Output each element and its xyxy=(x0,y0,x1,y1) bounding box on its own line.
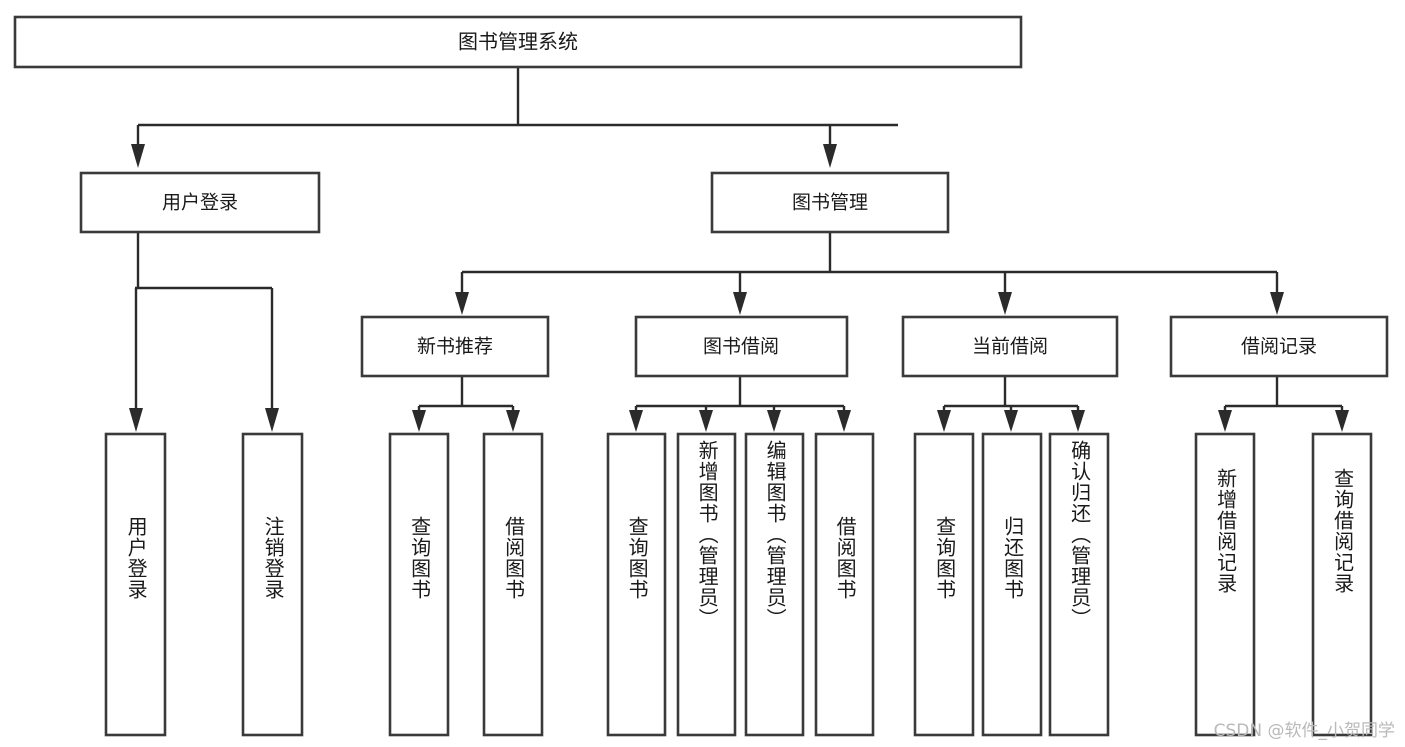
arrow-head-new-book-recommend xyxy=(455,292,469,315)
arrow-head-leaf-edit-book xyxy=(767,410,781,432)
node-borrow-record-label: 借阅记录 xyxy=(1241,336,1317,358)
node-new-book-recommend-box[interactable] xyxy=(360,315,550,378)
arrow-head-leaf-query-book-1 xyxy=(412,410,426,432)
arrow-head-book-borrow xyxy=(733,292,747,315)
arrow-head-current-borrow xyxy=(998,292,1012,315)
node-leaf-query-book-2-box[interactable] xyxy=(606,432,667,737)
connector-group-user-login xyxy=(129,233,279,432)
arrow-head-book-manage xyxy=(823,144,837,168)
node-current-borrow-label: 当前借阅 xyxy=(972,336,1048,358)
node-new-book-recommend-label: 新书推荐 xyxy=(417,336,493,358)
leaf-boxes xyxy=(104,432,1373,737)
node-leaf-query-book-1-box[interactable] xyxy=(388,432,450,737)
node-book-borrow-label: 图书借阅 xyxy=(703,336,779,358)
arrow-head-leaf-borrow-book-1 xyxy=(506,410,520,432)
csdn-watermark: CSDN @软件_小贺同学 xyxy=(1213,721,1395,741)
node-root[interactable]: 图书管理系统 xyxy=(13,15,1023,69)
arrow-head-leaf-add-record xyxy=(1218,410,1232,432)
node-leaf-query-book-3-box[interactable] xyxy=(913,432,975,737)
arrow-head-leaf-query-record xyxy=(1335,410,1349,432)
node-book-manage-box[interactable] xyxy=(710,171,950,234)
arrow-head-user-login xyxy=(131,144,145,168)
node-root-label: 图书管理系统 xyxy=(458,30,578,54)
node-user-login-label: 用户登录 xyxy=(162,192,238,214)
node-leaf-edit-book-box[interactable] xyxy=(744,432,805,737)
connector-group-current-borrow xyxy=(937,377,1085,432)
connector-group-book-borrow xyxy=(629,377,851,432)
connector-group-root xyxy=(131,68,898,168)
arrow-head-leaf-confirm-return xyxy=(1071,410,1085,432)
node-current-borrow[interactable]: 当前借阅 xyxy=(901,315,1119,378)
node-leaf-return-book-box[interactable] xyxy=(981,432,1043,737)
node-leaf-query-record-box[interactable] xyxy=(1311,432,1373,737)
connector-group-borrow-record xyxy=(1218,377,1349,432)
node-user-login-box[interactable] xyxy=(79,171,321,234)
arrow-head-leaf-logout xyxy=(265,408,279,432)
node-leaf-borrow-book-2-box[interactable] xyxy=(814,432,875,737)
arrow-head-leaf-query-book-3 xyxy=(937,410,951,432)
connector-group-new-book-recommend xyxy=(412,377,520,432)
arrow-head-borrow-record xyxy=(1270,292,1284,315)
node-leaf-confirm-return-box[interactable] xyxy=(1048,432,1110,737)
node-book-manage-label: 图书管理 xyxy=(792,192,868,214)
node-leaf-borrow-book-1-box[interactable] xyxy=(482,432,544,737)
node-current-borrow-box[interactable] xyxy=(901,315,1119,378)
node-new-book-recommend[interactable]: 新书推荐 xyxy=(360,315,550,378)
node-book-manage[interactable]: 图书管理 xyxy=(710,171,950,234)
arrow-head-leaf-query-book-2 xyxy=(629,410,643,432)
arrow-head-leaf-add-book xyxy=(699,410,713,432)
node-borrow-record-box[interactable] xyxy=(1169,315,1389,378)
node-leaf-add-book-box[interactable] xyxy=(676,432,737,737)
node-borrow-record[interactable]: 借阅记录 xyxy=(1169,315,1389,378)
node-user-login[interactable]: 用户登录 xyxy=(79,171,321,234)
arrow-head-leaf-user-login xyxy=(129,408,143,432)
arrow-head-leaf-return-book xyxy=(1004,410,1018,432)
connector-group-book-manage xyxy=(455,233,1284,315)
node-book-borrow[interactable]: 图书借阅 xyxy=(634,315,849,378)
node-leaf-logout-box[interactable] xyxy=(241,432,304,737)
node-leaf-user-login-box[interactable] xyxy=(104,432,167,737)
arrow-head-leaf-borrow-book-2 xyxy=(837,410,851,432)
node-root-box[interactable] xyxy=(13,15,1023,69)
node-leaf-add-record-box[interactable] xyxy=(1194,432,1256,737)
node-book-borrow-box[interactable] xyxy=(634,315,849,378)
